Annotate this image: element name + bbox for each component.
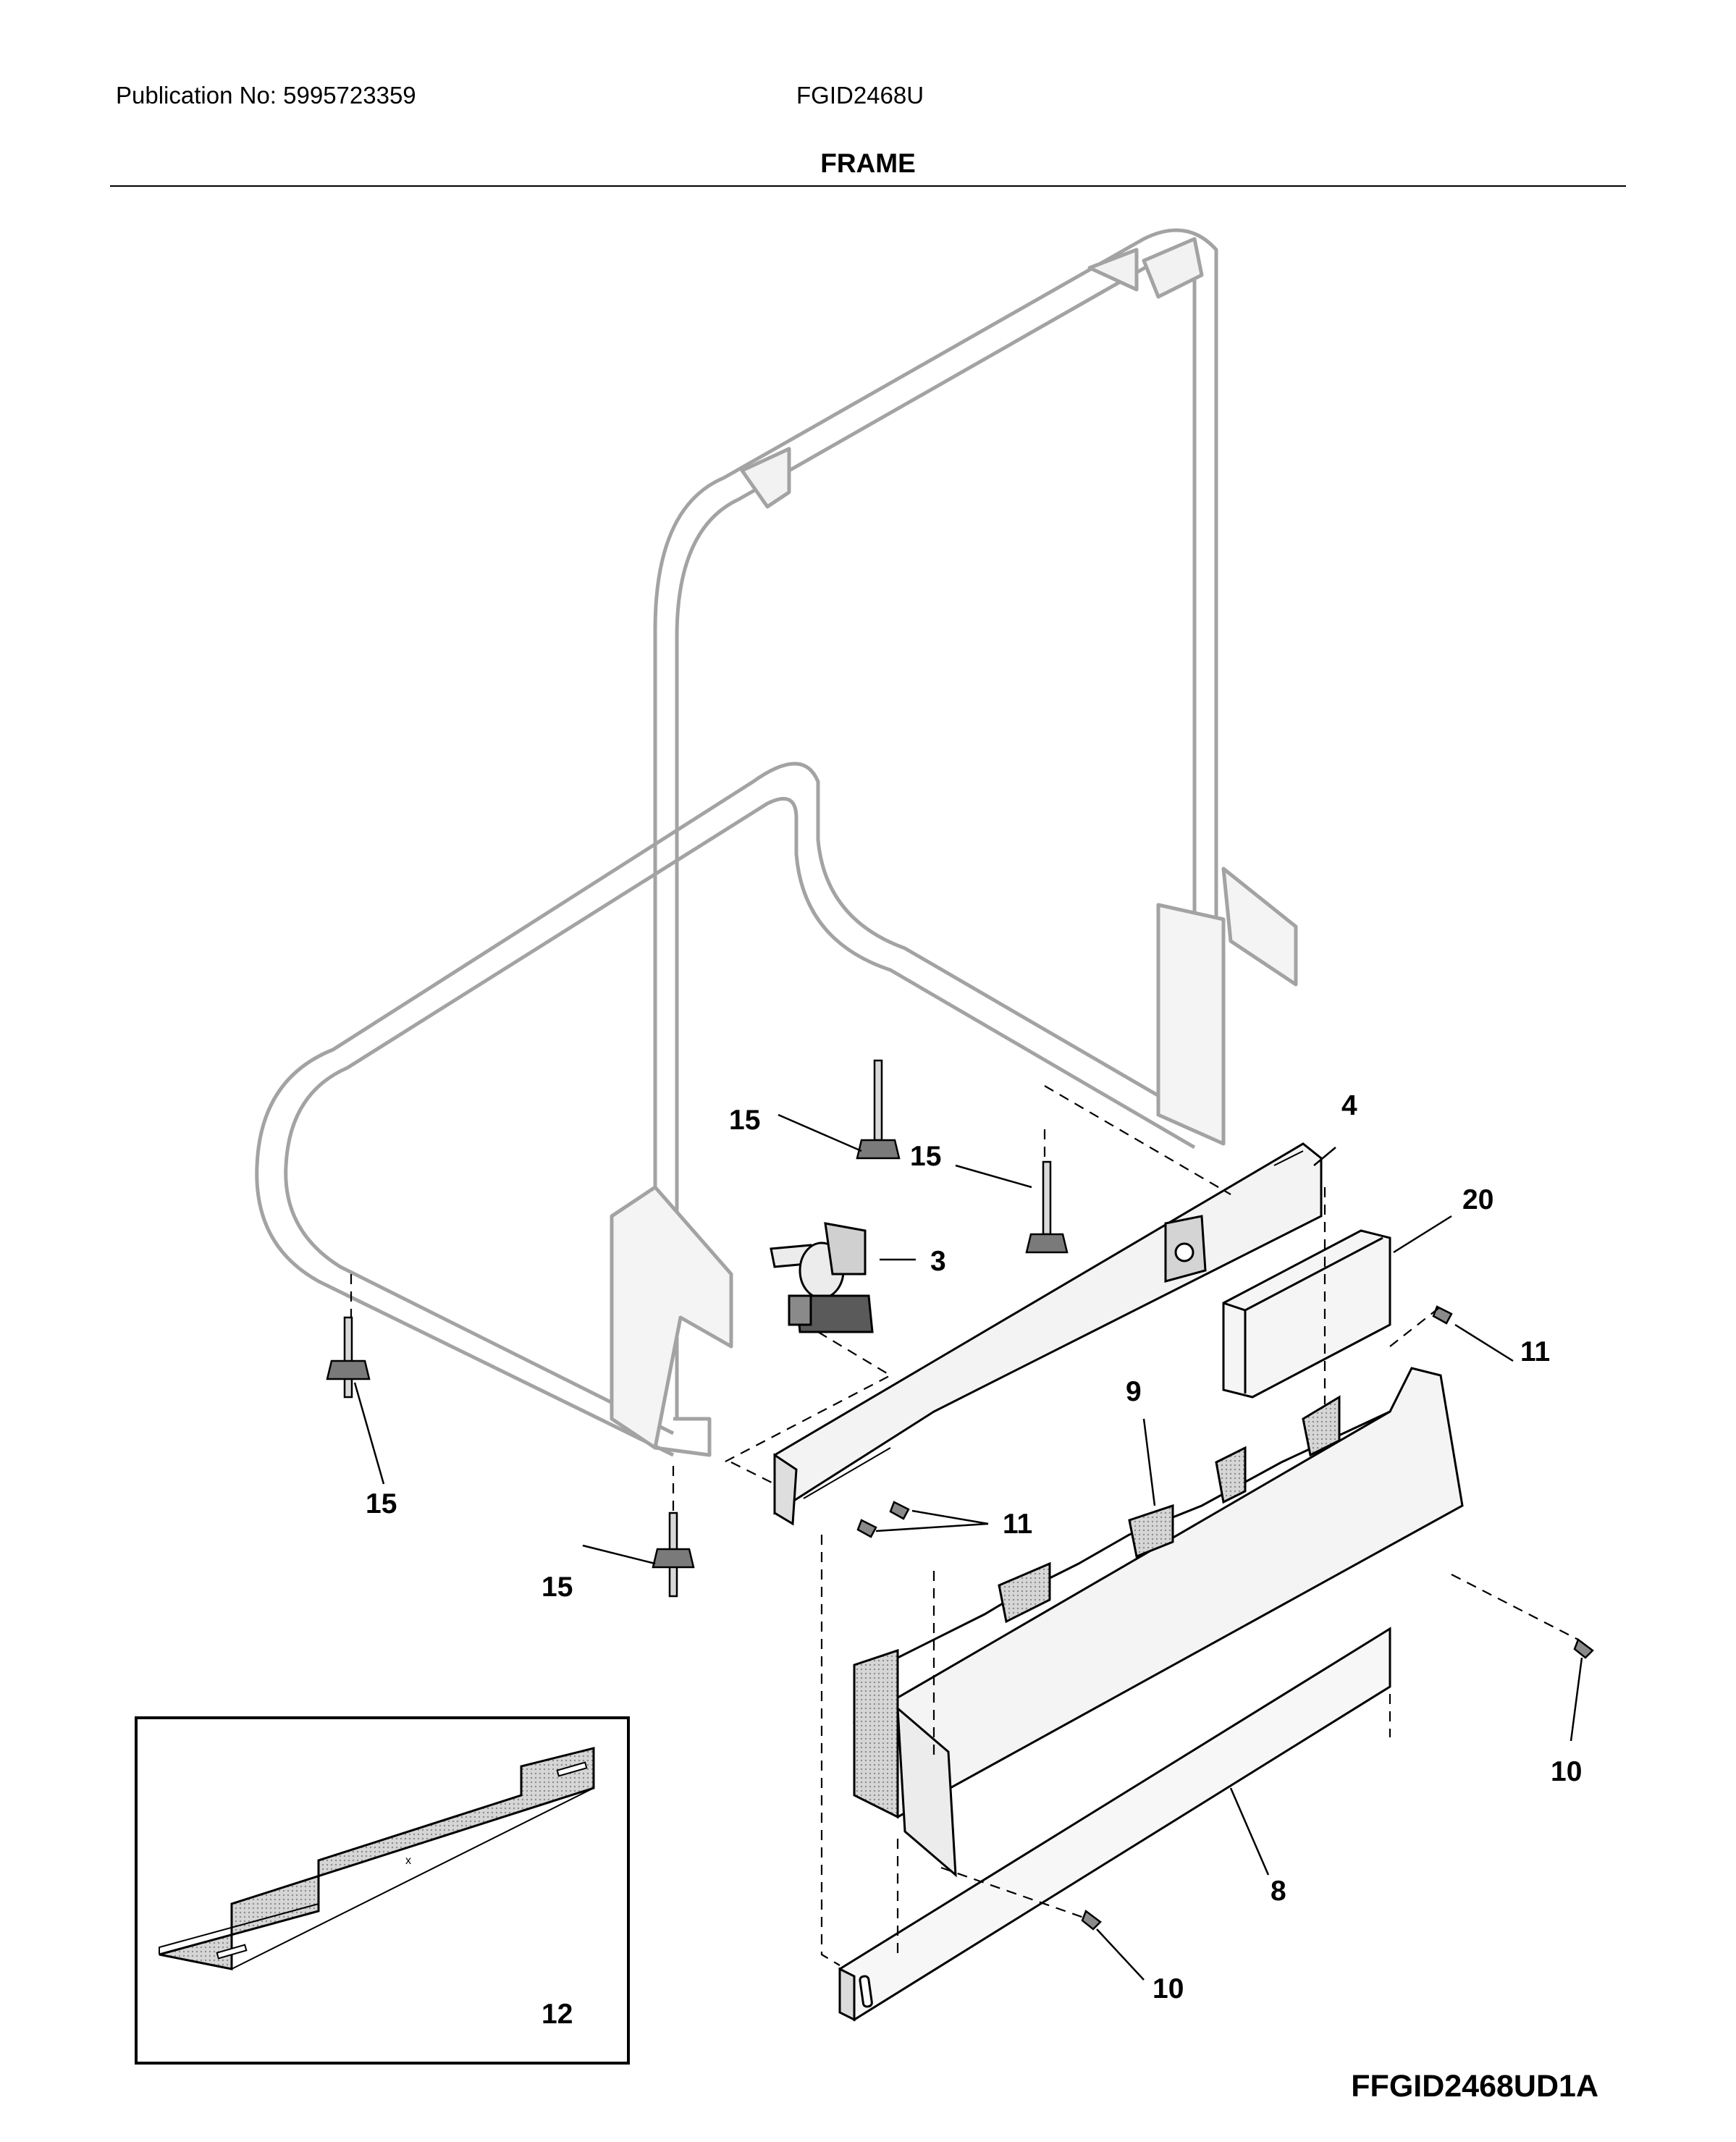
callout-11-left: 11	[1003, 1509, 1032, 1540]
callout-15-front: 15	[542, 1572, 573, 1603]
dishwasher-frame	[255, 228, 1298, 1457]
leveling-leg-left	[326, 1316, 371, 1399]
diagram-code: FFGID2468UD1A	[1351, 2069, 1598, 2104]
mounting-bracket	[1222, 1229, 1391, 1399]
header-rule	[110, 185, 1626, 187]
callout-12: 12	[542, 1999, 573, 2030]
callout-15-center: 15	[910, 1141, 941, 1172]
screw-10-right	[1573, 1638, 1594, 1659]
callout-15-rear: 15	[729, 1105, 760, 1136]
inset-panel: x 12	[135, 1716, 630, 2065]
water-valve	[770, 1222, 874, 1333]
leveling-leg-rear	[856, 1059, 901, 1160]
screw-11-right	[1432, 1305, 1453, 1325]
callout-15-left: 15	[366, 1488, 397, 1519]
leveling-leg-center	[1025, 1160, 1069, 1254]
callout-4: 4	[1341, 1090, 1357, 1121]
callout-20: 20	[1462, 1184, 1493, 1215]
kick-plate	[838, 1627, 1391, 2022]
publication-number: Publication No: 5995723359	[116, 82, 416, 109]
leader-lines	[353, 1113, 1583, 1981]
callout-8: 8	[1271, 1876, 1286, 1907]
screw-11-left-a	[889, 1501, 910, 1520]
toe-panel-assembly	[853, 1367, 1464, 1878]
assembly-dashed-lines	[350, 1085, 1579, 1966]
leveling-leg-front	[652, 1511, 695, 1598]
model-number: FGID2468U	[796, 82, 924, 109]
front-rail	[773, 1142, 1323, 1526]
callout-3: 3	[930, 1246, 946, 1277]
callout-10-right: 10	[1551, 1756, 1582, 1787]
callout-10-bottom: 10	[1153, 1973, 1184, 2004]
section-title: FRAME	[820, 148, 916, 178]
callout-11-right: 11	[1520, 1336, 1550, 1367]
svg-text:x: x	[405, 1855, 411, 1867]
callout-9: 9	[1126, 1376, 1142, 1407]
screw-11-left-b	[856, 1519, 877, 1538]
screw-10-bottom	[1081, 1910, 1102, 1931]
